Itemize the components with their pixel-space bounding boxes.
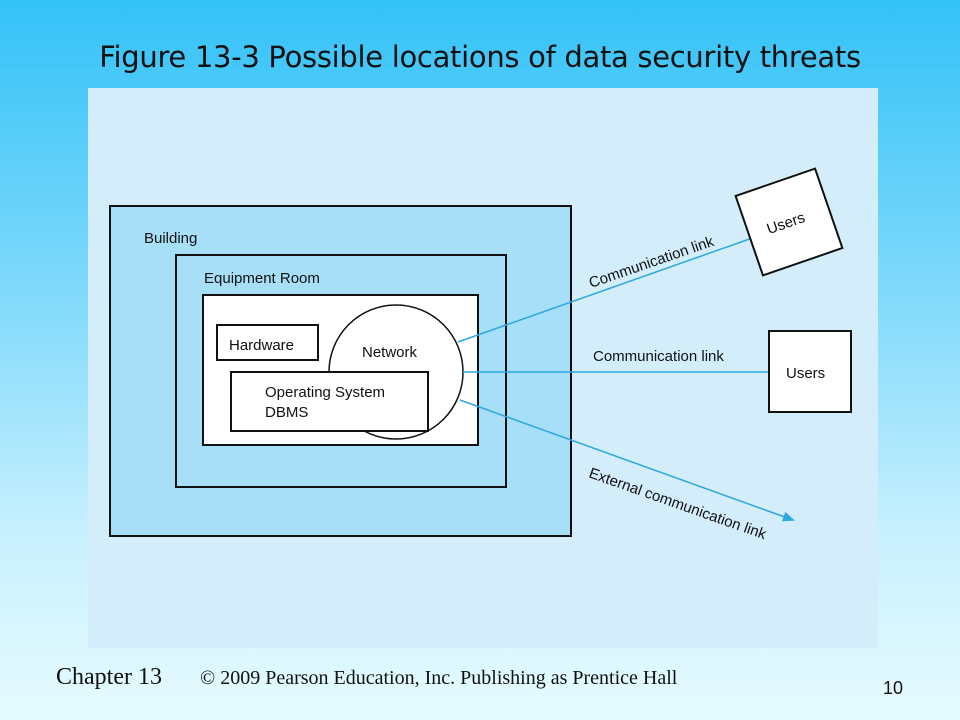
equipment-room-label: Equipment Room: [204, 270, 320, 287]
security-diagram: Building Equipment Room Network Hardware…: [109, 167, 852, 544]
hardware-label: Hardware: [229, 337, 294, 354]
figure-panel: Building Equipment Room Network Hardware…: [88, 88, 878, 648]
users-top-box: Users: [734, 167, 844, 277]
slide-title: Figure 13-3 Possible locations of data s…: [99, 40, 861, 74]
link-mid-label: Communication link: [593, 348, 724, 365]
page-number: 10: [883, 678, 904, 698]
os-dbms-box: [230, 371, 429, 432]
link-external-label: External communication link: [587, 465, 769, 544]
hardware-box: [216, 324, 319, 361]
link-top-label: Communication link: [587, 233, 717, 292]
building-label: Building: [144, 230, 197, 247]
network-label: Network: [362, 344, 418, 361]
footer-chapter: Chapter 13: [56, 664, 162, 690]
footer-copyright: © 2009 Pearson Education, Inc. Publishin…: [200, 667, 678, 689]
users-mid-label: Users: [786, 365, 825, 382]
dbms-label: DBMS: [265, 404, 308, 421]
os-label: Operating System: [265, 384, 385, 401]
users-mid-box: [768, 330, 852, 413]
link-line-external: [459, 399, 795, 522]
link-line-top: [457, 235, 759, 343]
